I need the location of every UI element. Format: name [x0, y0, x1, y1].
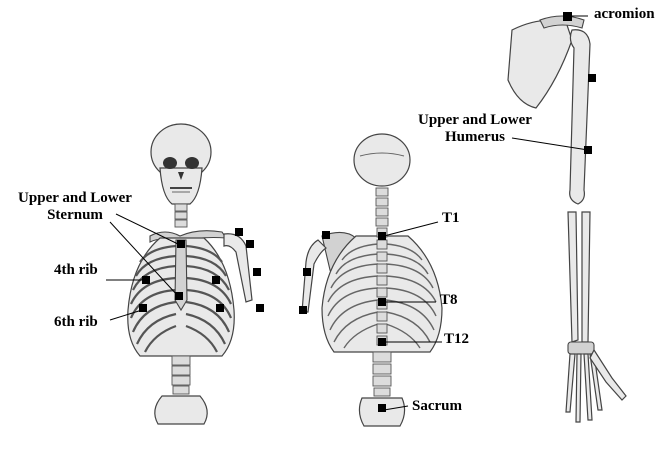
marker-front-elbow [256, 304, 264, 312]
arm-humerus [570, 30, 590, 204]
marker-front-upper-arm [246, 240, 254, 248]
label-6th-rib: 6th rib [54, 314, 98, 331]
marker-back-upper-arm [303, 268, 311, 276]
label-sacrum: Sacrum [412, 398, 462, 415]
marker-acromion [563, 12, 572, 21]
front-cervical-spine [175, 204, 187, 227]
arm-skeleton [508, 16, 626, 422]
label-t8: T8 [440, 292, 458, 309]
marker-back-elbow [299, 306, 307, 314]
back-lumbar-spine [373, 352, 391, 396]
marker-6th-rib-left [139, 304, 147, 312]
label-t1: T1 [442, 210, 460, 227]
front-pelvis [155, 396, 207, 424]
marker-4th-rib-right [212, 276, 220, 284]
arm-carpals [568, 342, 594, 354]
marker-lower-humerus [584, 146, 592, 154]
arm-scapula [508, 20, 572, 108]
front-skull [151, 124, 211, 204]
label-upper-lower-sternum-line1: Upper and Lower [10, 190, 140, 207]
marker-sacrum [378, 404, 386, 412]
label-upper-lower-humerus: Upper and Lower Humerus [400, 112, 550, 146]
marker-upper-humerus [588, 74, 596, 82]
arm-ulna [582, 212, 590, 342]
marker-6th-rib-right [216, 304, 224, 312]
marker-t1 [378, 232, 386, 240]
label-acromion: acromion [594, 6, 655, 23]
label-upper-lower-sternum: Upper and Lower Sternum [10, 190, 140, 224]
arm-radius [568, 212, 578, 342]
arm-hand [566, 350, 626, 422]
front-lumbar-spine [172, 356, 190, 394]
front-skeleton [128, 124, 252, 424]
label-upper-lower-humerus-line1: Upper and Lower [400, 112, 550, 129]
marker-t12 [378, 338, 386, 346]
label-upper-lower-humerus-line2: Humerus [400, 129, 550, 146]
label-4th-rib: 4th rib [54, 262, 98, 279]
marker-upper-sternum [177, 240, 185, 248]
label-t12: T12 [444, 331, 469, 348]
marker-front-shoulder [235, 228, 243, 236]
marker-lower-sternum [175, 292, 183, 300]
marker-4th-rib-left [142, 276, 150, 284]
back-skeleton [302, 134, 442, 426]
marker-front-mid-arm [253, 268, 261, 276]
marker-t8 [378, 298, 386, 306]
marker-back-shoulder [322, 231, 330, 239]
label-upper-lower-sternum-line2: Sternum [10, 207, 140, 224]
back-cervical-spine [376, 188, 388, 226]
